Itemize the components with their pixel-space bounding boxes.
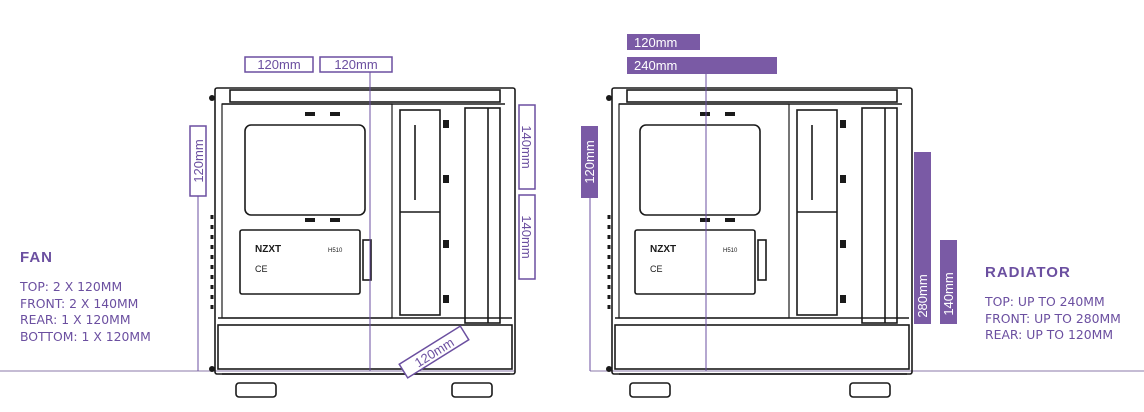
fan-front-tag-2: 140mm xyxy=(518,194,536,280)
case-left-sticker: CE xyxy=(255,264,268,274)
fan-spec-panel: FAN TOP: 2 X 120MM FRONT: 2 X 140MM REAR… xyxy=(20,249,151,345)
fan-spec-rear: REAR: 1 X 120MM xyxy=(20,312,131,327)
svg-text:120mm: 120mm xyxy=(334,57,377,72)
case-left-model: H510 xyxy=(328,248,343,254)
svg-text:140mm: 140mm xyxy=(941,272,956,315)
case-left-details xyxy=(209,95,449,372)
svg-text:120mm: 120mm xyxy=(257,57,300,72)
svg-text:120mm: 120mm xyxy=(634,35,677,50)
radiator-spec-panel: RADIATOR TOP: UP TO 240MM FRONT: UP TO 2… xyxy=(985,264,1121,344)
fan-rear-tag: 120mm xyxy=(189,125,207,197)
svg-text:120mm: 120mm xyxy=(191,139,206,182)
case-left-logo: NZXT xyxy=(255,244,281,255)
case-right-model: H510 xyxy=(723,248,738,254)
fan-spec-top: TOP: 2 X 120MM xyxy=(20,279,123,294)
svg-text:120mm: 120mm xyxy=(412,335,457,371)
radiator-dimension-lines xyxy=(589,74,707,371)
fan-spec-front: FRONT: 2 X 140MM xyxy=(20,295,139,311)
case-right-details xyxy=(606,95,846,372)
case-right-logo: NZXT xyxy=(650,244,676,255)
radiator-top-tag-2: 240mm xyxy=(627,57,777,74)
fan-spec-bottom: BOTTOM: 1 X 120MM xyxy=(20,328,151,344)
fan-top-tag-1: 120mm xyxy=(244,56,314,73)
radiator-spec-front: FRONT: UP TO 280MM xyxy=(985,310,1121,326)
svg-text:280mm: 280mm xyxy=(915,274,930,317)
case-left xyxy=(210,87,516,398)
radiator-rear-tag: 120mm xyxy=(581,126,598,198)
fan-bottom-tag: 120mm xyxy=(398,325,470,379)
svg-text:140mm: 140mm xyxy=(519,125,534,168)
radiator-top-tag-1: 120mm xyxy=(627,34,700,50)
fan-top-tag-2: 120mm xyxy=(319,56,393,73)
case-right-sticker: CE xyxy=(650,264,663,274)
svg-text:240mm: 240mm xyxy=(634,58,677,73)
radiator-front-tag-2: 140mm xyxy=(940,240,957,324)
radiator-title: RADIATOR xyxy=(985,264,1071,281)
fan-front-tag-1: 140mm xyxy=(518,104,536,190)
fan-title: FAN xyxy=(20,249,53,266)
radiator-spec-rear: REAR: UP TO 120MM xyxy=(985,327,1114,342)
svg-text:120mm: 120mm xyxy=(582,140,597,183)
radiator-front-tag-1: 280mm xyxy=(914,152,931,324)
fan-dimension-lines xyxy=(197,72,371,371)
svg-text:140mm: 140mm xyxy=(519,215,534,258)
radiator-spec-top: TOP: UP TO 240MM xyxy=(985,294,1105,309)
case-right xyxy=(607,87,913,398)
